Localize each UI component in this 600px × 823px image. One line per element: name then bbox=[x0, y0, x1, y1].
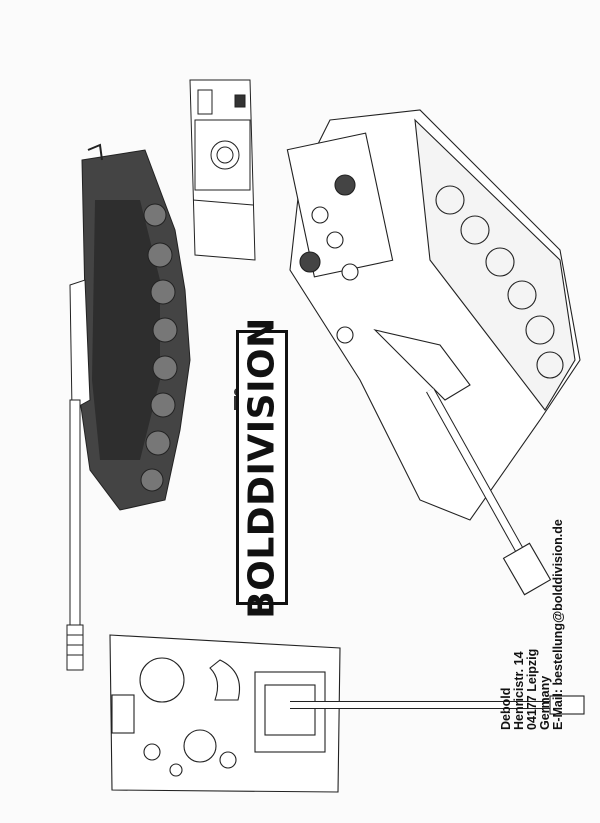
brand-logo-text: BOLDDIVISION bbox=[241, 316, 283, 619]
rear-plate-view bbox=[189, 79, 256, 261]
tank-line-drawing bbox=[286, 109, 581, 596]
brand-logo: BOLDDIVISION bbox=[236, 317, 288, 618]
tank-top-view bbox=[109, 634, 585, 793]
tank-silhouette bbox=[66, 143, 191, 671]
contact-block: Debold Henricistr. 14 04177 Leipzig Germ… bbox=[460, 450, 600, 730]
contact-email[interactable]: E-Mail: bestellung@bolddivision.de bbox=[551, 519, 565, 730]
contact-lines: Debold Henricistr. 14 04177 Leipzig Germ… bbox=[499, 519, 565, 730]
